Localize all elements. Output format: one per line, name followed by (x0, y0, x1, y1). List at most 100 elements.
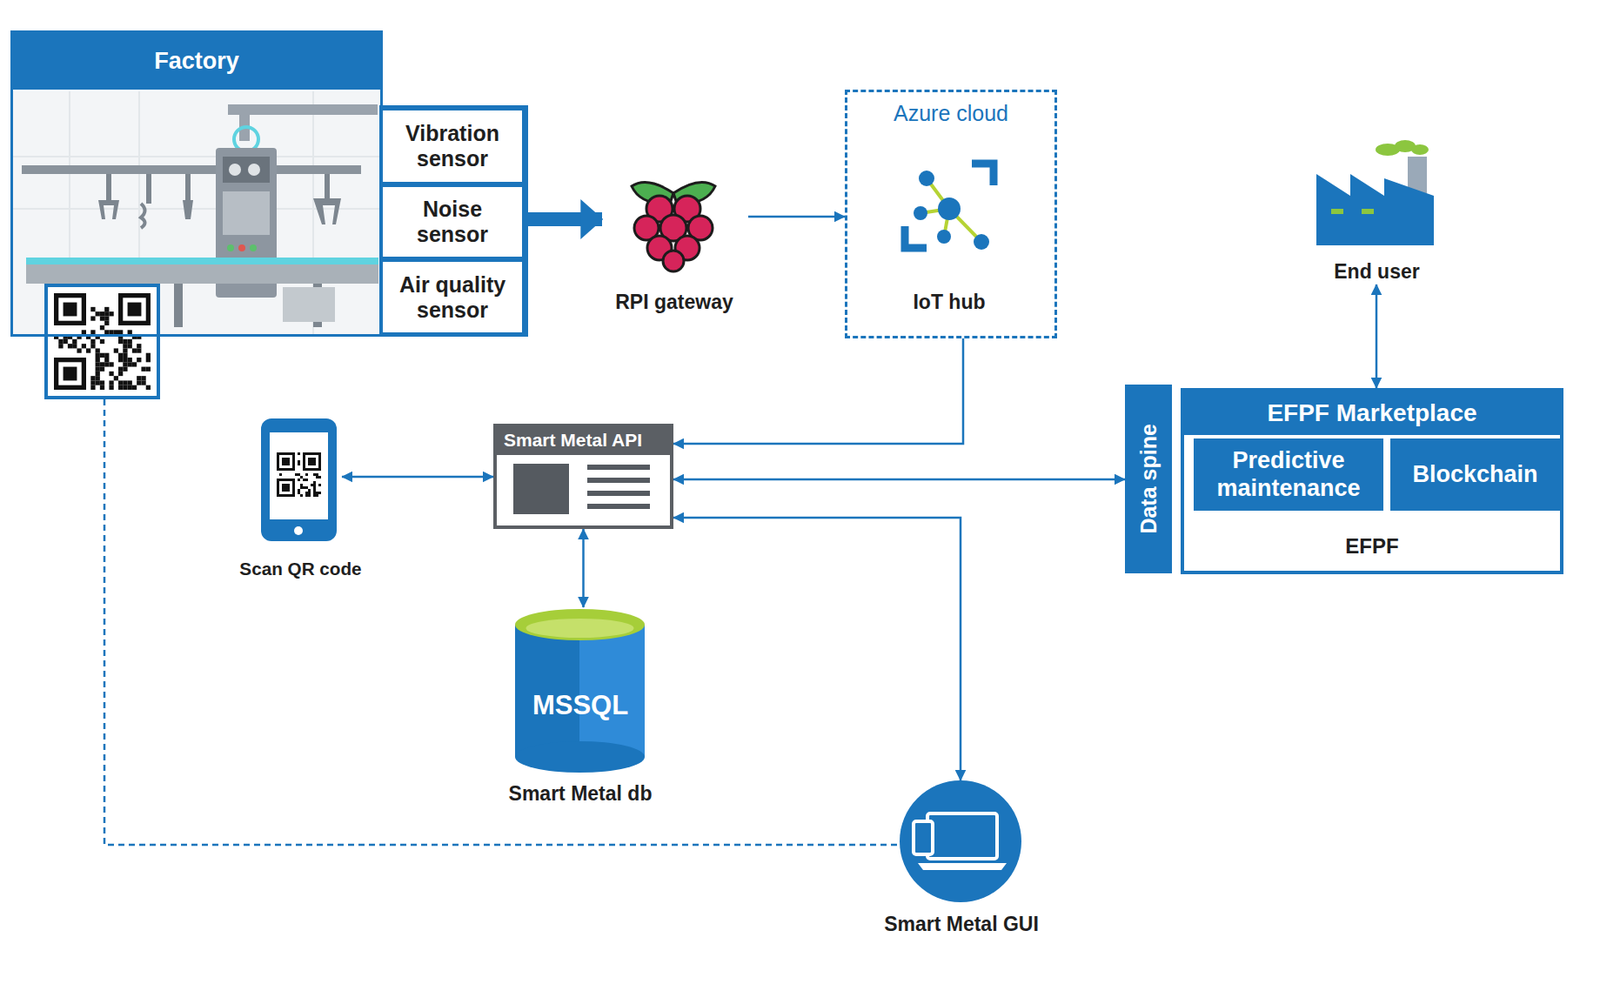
factory-illustration (13, 155, 381, 158)
diagram-node: Factory (10, 30, 383, 337)
qr-code (100, 367, 105, 372)
api-icon (513, 463, 650, 515)
qr-code (136, 380, 141, 385)
node-label: EFPF (1345, 534, 1399, 559)
qr-code (53, 357, 87, 390)
phone-icon (294, 473, 298, 476)
iot-hub-icon (904, 163, 994, 250)
phone-icon (313, 483, 316, 487)
qr-code (72, 343, 77, 349)
connector-arrow (582, 528, 585, 608)
qr-code (90, 380, 95, 385)
connector-arrow (1375, 284, 1379, 389)
phone-icon (269, 432, 329, 520)
qr-code (118, 293, 151, 326)
qr-code (90, 375, 95, 381)
phone-icon (315, 491, 319, 495)
diagram-node: IoT hub (879, 147, 1019, 314)
phone-icon (297, 452, 301, 456)
qr-code (100, 380, 105, 385)
api-icon (587, 477, 650, 483)
phone-icon (313, 491, 316, 495)
gui-device-icon (899, 780, 1022, 903)
qr-code (108, 380, 114, 385)
node-label: Noise sensor (382, 196, 523, 248)
phone-icon (261, 418, 337, 542)
node-label: Blockchain (1406, 461, 1543, 489)
qr-code (122, 297, 146, 321)
qr-code (95, 371, 101, 376)
end-user-factory-icon (1331, 208, 1344, 215)
qr-code (122, 357, 128, 362)
gui-device-icon (913, 821, 933, 855)
diagram-node: Air quality sensor (382, 261, 523, 333)
node-label: MSSQL (532, 689, 629, 722)
factory-illustration (140, 203, 146, 228)
qr-code (136, 357, 141, 362)
qr-code (146, 353, 151, 358)
api-icon (587, 503, 650, 509)
qr-code (140, 375, 146, 381)
iot-hub-icon (920, 178, 982, 242)
phone-icon (313, 494, 316, 497)
end-user-factory-icon (1361, 208, 1374, 215)
qr-code (100, 339, 105, 344)
qr-code (132, 361, 137, 367)
phone-icon (281, 457, 290, 466)
phone-icon (305, 494, 308, 497)
qr-code (122, 385, 128, 390)
qr-code (104, 357, 109, 362)
factory-illustration (21, 165, 362, 175)
qr-code (122, 380, 128, 385)
qr-code (67, 343, 73, 349)
qr-code (100, 315, 105, 321)
qr-code (90, 385, 95, 390)
diagram-node: Predictive maintenance (1193, 438, 1384, 511)
qr-code (136, 343, 141, 349)
qr-code (140, 367, 146, 372)
database-cylinder (515, 741, 645, 773)
phone-icon (305, 486, 308, 489)
qr-code (127, 361, 133, 367)
factory-illustration (13, 207, 381, 210)
phone-icon (305, 473, 308, 476)
factory-illustration (182, 200, 194, 220)
phone-icon (315, 494, 319, 497)
factory-illustration (13, 91, 381, 335)
node-label: IoT hub (912, 290, 985, 314)
qr-code (140, 380, 146, 385)
node-label: Scan QR code (239, 558, 362, 580)
node-label: Vibration sensor (382, 120, 523, 172)
iot-hub-icon (937, 197, 961, 221)
factory-illustration (174, 283, 183, 328)
iot-hub-icon (918, 170, 935, 187)
factory-illustration (13, 91, 381, 335)
qr-code (63, 339, 68, 344)
sensor-group-frame (379, 105, 529, 337)
iot-hub-icon (913, 170, 990, 250)
api-icon (513, 463, 570, 515)
phone-icon (294, 526, 303, 536)
qr-code (53, 293, 151, 390)
phone-icon (300, 475, 303, 479)
qr-code (104, 329, 109, 335)
phone-icon (313, 486, 316, 489)
qr-code (118, 385, 123, 390)
phone-icon (305, 491, 308, 495)
qr-code (122, 353, 128, 358)
qr-code (95, 348, 101, 353)
phone-icon (318, 475, 322, 479)
qr-code (95, 367, 101, 372)
factory-illustration (247, 163, 261, 176)
end-user-factory-icon (1316, 174, 1434, 246)
diagram-node: Vibration sensor (382, 110, 523, 182)
database-cylinder (515, 609, 645, 641)
phone-icon (305, 478, 308, 482)
qr-code (108, 311, 114, 316)
qr-code (104, 361, 109, 367)
qr-code (118, 357, 123, 362)
qr-code (127, 302, 142, 317)
qr-code (100, 325, 105, 330)
phone-icon (297, 473, 301, 476)
qr-code (90, 307, 95, 312)
